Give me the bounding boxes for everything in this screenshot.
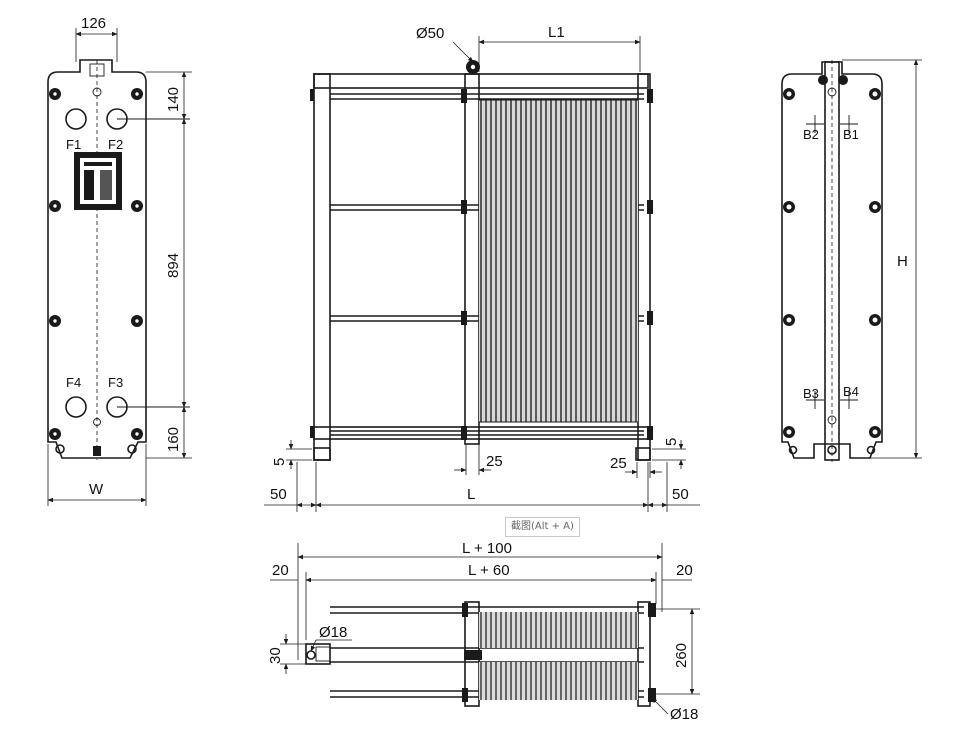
dim-right-offset: 25 — [610, 455, 627, 472]
dim-140: 140 — [165, 87, 182, 112]
side-view: Ø50 L1 5 5 25 25 — [264, 24, 700, 512]
port-f4 — [65, 396, 87, 418]
front-bolts — [49, 88, 143, 440]
dim-894: 894 — [165, 253, 182, 278]
dim-depth-260: 260 — [673, 643, 690, 668]
dim-right-foot: 50 — [672, 486, 689, 503]
dim-126: 126 — [81, 15, 106, 32]
dim-l: L — [467, 486, 475, 503]
top-view: L + 100 L + 60 20 20 30 Ø18 260 Ø18 — [267, 540, 700, 723]
dim-h: H — [897, 253, 908, 270]
port-label-b4: B4 — [843, 384, 859, 399]
dim-right-hole: Ø18 — [670, 706, 698, 723]
dim-l-plus-60: L + 60 — [468, 562, 510, 579]
dim-left-hole: Ø18 — [319, 624, 347, 641]
plate-pack — [479, 100, 638, 422]
dim-right-20: 20 — [676, 562, 693, 579]
dim-w: W — [89, 481, 104, 498]
front-view: F1 F2 F4 F3 126 140 894 160 W — [47, 15, 192, 506]
port-label-f1: F1 — [66, 137, 81, 152]
port-label-b2: B2 — [803, 127, 819, 142]
dim-160: 160 — [165, 427, 182, 452]
dim-foot-width: 30 — [267, 647, 284, 664]
port-label-f2: F2 — [108, 137, 123, 152]
rear-view: B2 B1 B3 B4 H — [781, 59, 922, 462]
dim-right-foot-height: 5 — [663, 438, 680, 446]
dim-left-20: 20 — [272, 562, 289, 579]
port-f1 — [65, 108, 87, 130]
name-plate — [74, 152, 122, 210]
dim-left-foot: 50 — [270, 486, 287, 503]
port-label-b1: B1 — [843, 127, 859, 142]
port-label-b3: B3 — [803, 386, 819, 401]
dim-port-diameter: Ø50 — [416, 25, 444, 42]
port-label-f3: F3 — [108, 375, 123, 390]
dim-left-foot-height: 5 — [271, 458, 288, 466]
screenshot-tooltip: 截图(Alt + A) — [505, 517, 580, 537]
port-label-f4: F4 — [66, 375, 81, 390]
dim-l1: L1 — [548, 24, 565, 41]
dim-left-offset: 25 — [486, 453, 503, 470]
dim-l-plus-100: L + 100 — [462, 540, 512, 557]
